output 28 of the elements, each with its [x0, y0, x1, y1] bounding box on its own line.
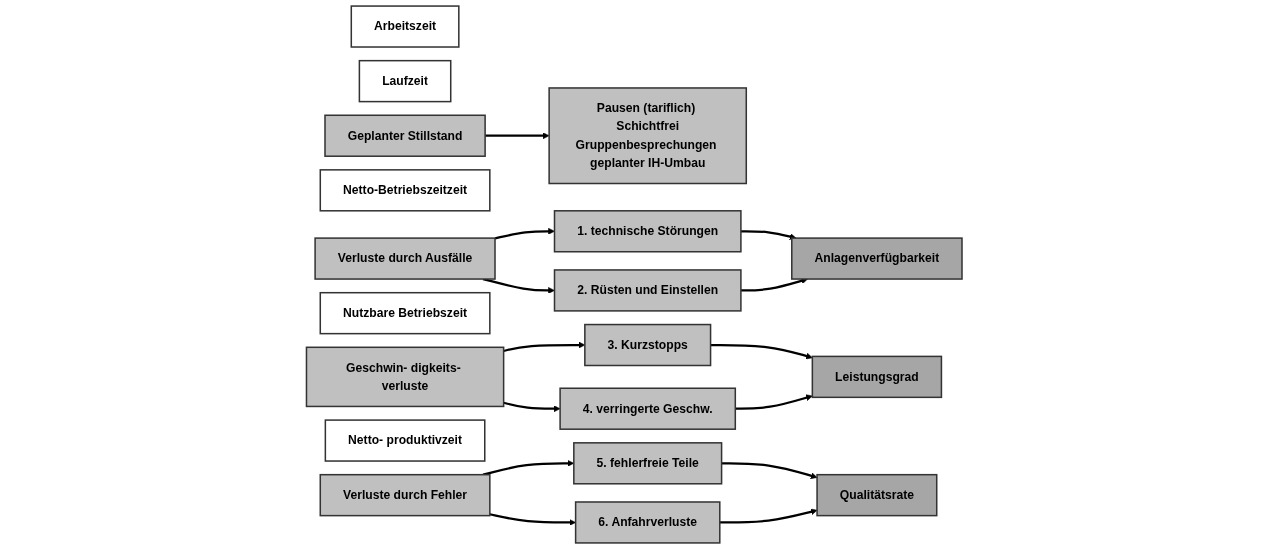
- arrow: [485, 132, 550, 140]
- arrow: [503, 341, 586, 353]
- node-box: Netto- produktivzeit: [324, 419, 486, 462]
- node-box: 4. verringerte Geschw.: [559, 387, 737, 430]
- arrow: [503, 401, 561, 413]
- node-box: Leistungsgrad: [811, 355, 943, 399]
- node-box: Netto-Betriebszeitzeit: [319, 169, 491, 212]
- node-box: Anlagenverfügbarkeit: [791, 237, 963, 280]
- node-box: Qualitätsrate: [816, 473, 938, 517]
- arrow: [721, 462, 818, 479]
- node-box: 1. technische Störungen: [554, 210, 742, 253]
- node-box: Arbeitszeit: [350, 5, 460, 48]
- arrow: [710, 343, 813, 360]
- node-box: Pausen (tariflich) Schichtfrei Gruppenbesprechungen geplanter IH-Umbau: [548, 87, 748, 185]
- node-box: 6. Anfahrverluste: [575, 501, 721, 544]
- arrow: [735, 394, 813, 410]
- node-box: 2. Rüsten und Einstellen: [554, 269, 742, 312]
- node-box: Nutzbare Betriebszeit: [319, 291, 491, 335]
- node-box: Geschwin- digkeits- verluste: [305, 346, 505, 408]
- node-box: Verluste durch Fehler: [319, 473, 491, 517]
- node-box: Verluste durch Ausfälle: [314, 237, 496, 280]
- node-box: Geplanter Stillstand: [324, 114, 487, 157]
- arrow: [741, 230, 797, 240]
- arrow: [720, 508, 818, 524]
- node-box: 3. Kurzstopps: [584, 323, 712, 367]
- node-box: 5. fehlerfreie Teile: [573, 442, 723, 485]
- node-box: Laufzeit: [358, 59, 452, 103]
- arrow: [483, 460, 575, 476]
